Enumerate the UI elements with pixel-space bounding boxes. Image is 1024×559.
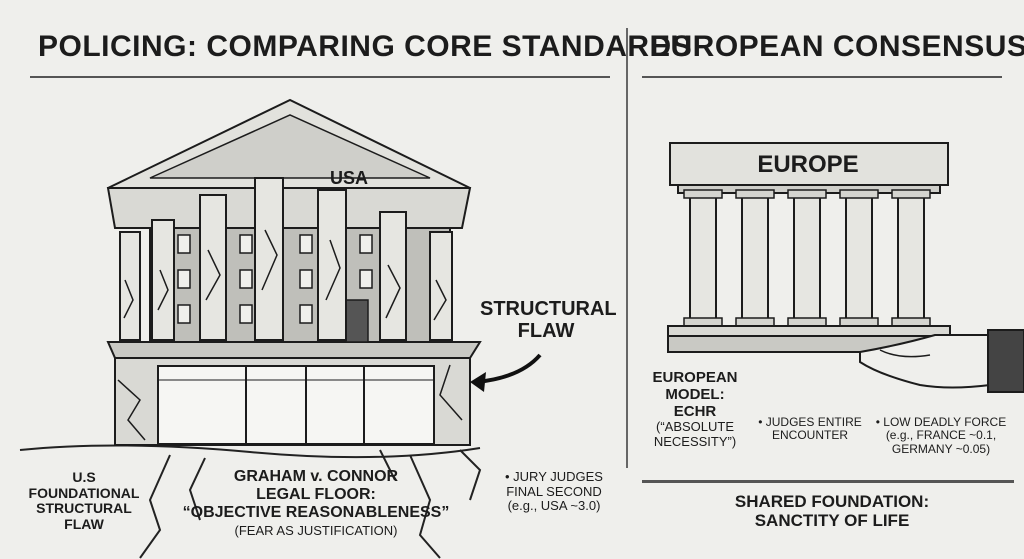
model-line-2: MODEL: [665,385,725,403]
foundation-line-4: FLAW [64,516,104,533]
right-title-underline [642,76,1002,78]
ground-cracks [19,444,482,559]
usa-building [106,98,482,446]
structural-flaw-text: STRUCTURAL FLAW [480,298,617,343]
supporting-hand [859,329,1024,393]
deadly-line-3: GERMANY ~0.05) [891,441,991,456]
europe-columns [689,192,925,324]
shared-line-2: SANCTITY OF LIFE [754,511,910,531]
structural-flaw-label: STRUCTURAL FLAW [480,298,617,343]
us-foundational-flaw-label: U.S FOUNDATIONAL STRUCTURAL FLAW [22,469,146,533]
jury-line-1: • JURY JUDGES [505,469,603,484]
europe-building-label: EUROPE [757,151,859,178]
right-panel-title: EUROPEAN CONSENSUS [650,30,1024,63]
european-model-label: EUROPEAN MODEL: ECHR (“ABSOLUTE NECESSIT… [640,369,750,449]
jury-label: • JURY JUDGES FINAL SECOND (e.g., USA ~3… [484,469,624,514]
model-line-3: ECHR [673,402,717,420]
usa-building-label: USA [330,168,369,188]
jury-line-2: FINAL SECOND [506,483,602,499]
shared-foundation-band [642,480,1014,483]
judges-line-1: • JUDGES ENTIRE [758,415,862,429]
judges-line-2: ENCOUNTER [771,428,848,443]
legal-line-3: “OBJECTIVE REASONABLENESS” [182,503,450,521]
legal-line-1: GRAHAM v. CONNOR [233,468,399,485]
model-note-1: (“ABSOLUTE [655,419,734,435]
shared-foundation-label: SHARED FOUNDATION: SANCTITY OF LIFE [660,492,1004,530]
structural-flaw-arrow [475,353,542,384]
judges-encounter-label: • JUDGES ENTIRE ENCOUNTER [748,415,872,443]
jury-line-3: (e.g., USA ~3.0) [507,498,601,514]
panel-divider [626,28,628,468]
europe-base-slab [667,325,951,337]
legal-note: (FEAR AS JUSTIFICATION) [234,522,398,538]
foundation-line-2: FOUNDATIONAL [28,484,140,501]
usa-floor-slab [106,341,482,359]
title-rest: COMPARING CORE STANDARDS [206,30,693,63]
left-panel-title: POLICING: COMPARING CORE STANDARDS [38,30,692,64]
title-strong: POLICING: [38,30,198,63]
left-title-underline [30,76,610,78]
legal-line-2: LEGAL FLOOR: [256,485,376,503]
foundation-line-1: U.S [72,469,96,485]
legal-floor-label: GRAHAM v. CONNOR LEGAL FLOOR: “OBJECTIVE… [158,468,474,538]
deadly-line-1: • LOW DEADLY FORCE [875,415,1007,429]
model-note-2: NECESSITY”) [653,433,737,449]
foundation-line-3: STRUCTURAL [36,500,132,517]
deadly-force-label: • LOW DEADLY FORCE (e.g., FRANCE ~0.1, G… [868,415,1014,456]
deadly-line-2: (e.g., FRANCE ~0.1, [885,428,997,443]
usa-columns [119,177,453,341]
foundation-cutaway [157,365,435,445]
model-line-1: EUROPEAN [652,369,738,386]
shared-line-1: SHARED FOUNDATION: [734,492,930,511]
europe-entablature [669,142,949,186]
